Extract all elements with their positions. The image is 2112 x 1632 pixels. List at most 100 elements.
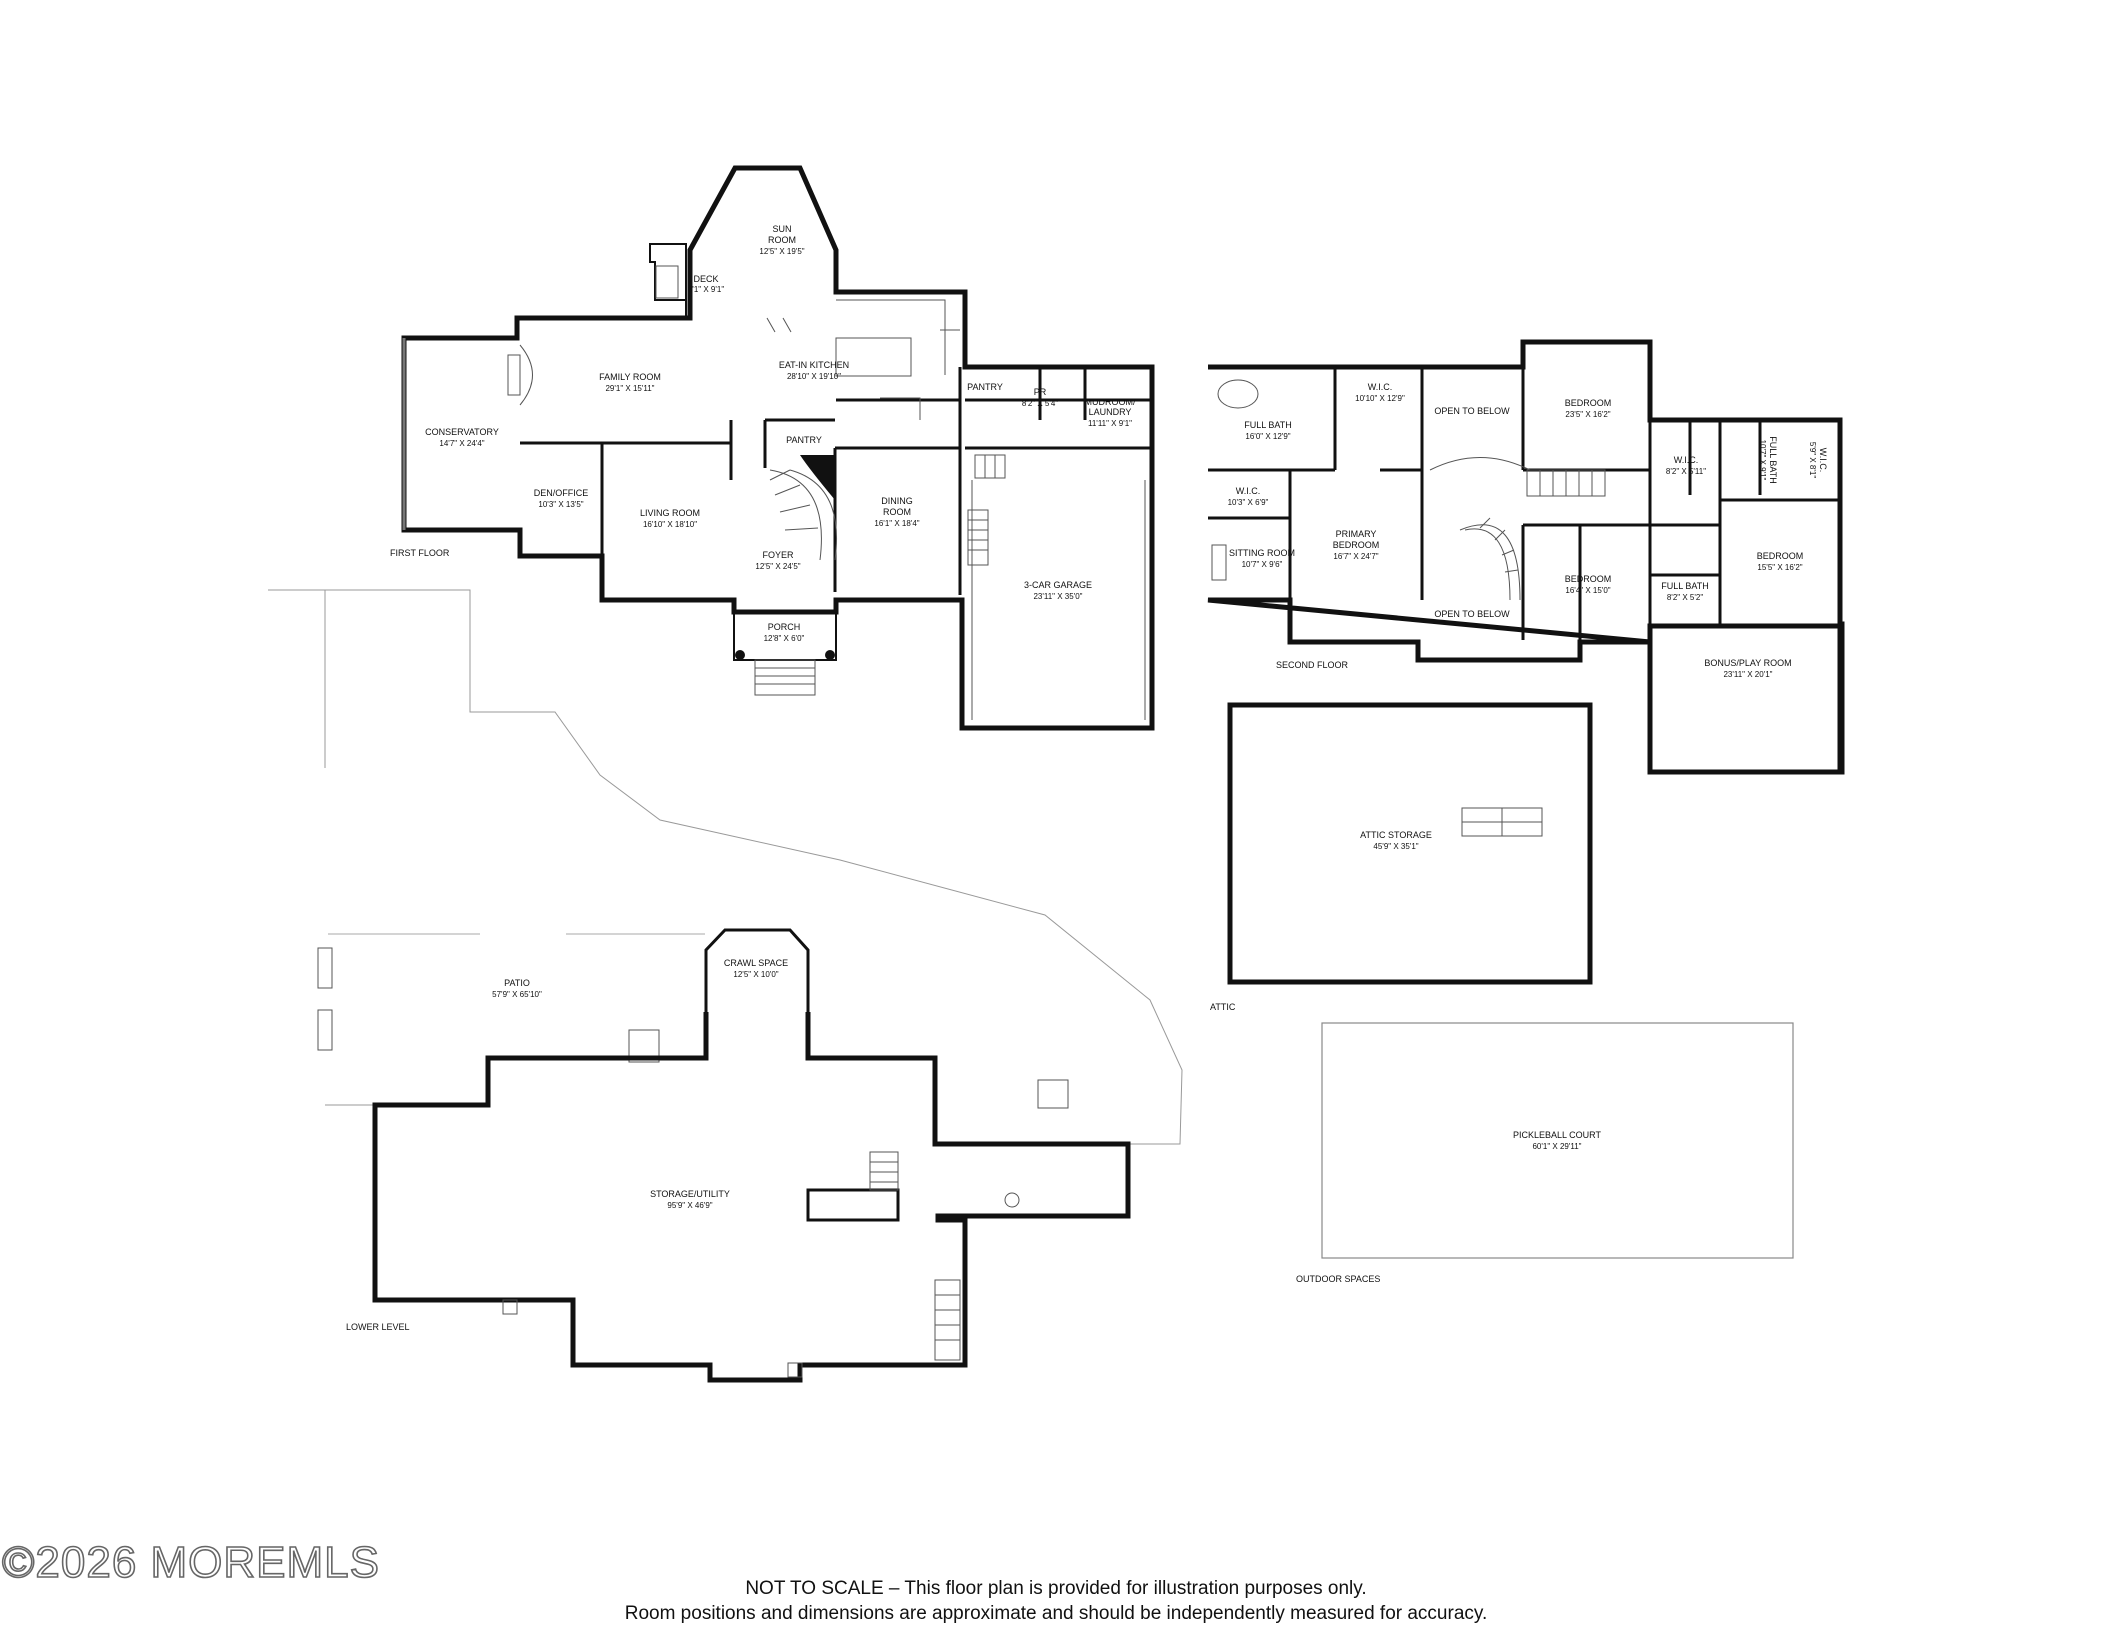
second-floor-staircase — [1464, 517, 1519, 601]
first-floor-plan: SUN ROOM 12'5" X 19'5" DECK 6'1" X 9'1" … — [390, 165, 1155, 731]
eat-in-kitchen-dimensions: 28'10" X 19'10" — [787, 372, 841, 381]
deck-label: DECK — [693, 274, 718, 284]
dining-room-label-2: ROOM — [883, 507, 911, 517]
foyer-dimensions: 12'5" X 24'5" — [755, 562, 800, 571]
attic-plan: ATTIC STORAGE 45'9" X 35'1" ATTIC — [1210, 702, 1593, 1012]
full-bath-mid-label: FULL BATH — [1661, 581, 1709, 591]
sun-room-label: SUN — [772, 224, 791, 234]
porch-label: PORCH — [768, 622, 801, 632]
lower-level-plan: PATIO 57'9" X 65'10" CRAWL SPACE 12'5" X… — [268, 589, 1183, 1383]
garage-stairs — [967, 509, 989, 566]
full-bath-ne-dimensions: 10'7" X 9'1" — [1758, 440, 1767, 481]
utility-pump-left — [502, 1299, 518, 1315]
patio-dimensions: 57'9" X 65'10" — [492, 990, 542, 999]
porch-dimensions: 12'8" X 6'0" — [764, 634, 805, 643]
disclaimer-line-1: NOT TO SCALE – This floor plan is provid… — [745, 1578, 1367, 1599]
porch-column-left — [735, 650, 745, 660]
dining-room-dimensions: 16'1" X 18'4" — [874, 519, 919, 528]
second-floor-interior-walls — [1208, 367, 1840, 660]
primary-bath-tub — [1217, 379, 1259, 409]
mudroom-dimensions: 11'11" X 9'1" — [1088, 419, 1132, 428]
patio-grate — [628, 1029, 660, 1063]
attic-floor-label: ATTIC — [1210, 1002, 1236, 1012]
wic-mid-label: W.I.C. — [1674, 455, 1699, 465]
pantry-lower-label: PANTRY — [786, 435, 822, 445]
crawl-space-dimensions: 12'5" X 10'0" — [733, 970, 778, 979]
primary-bedroom-label: PRIMARY — [1336, 529, 1377, 539]
bonus-room-dimensions: 23'11" X 20'1" — [1723, 670, 1772, 679]
attic-storage-label: ATTIC STORAGE — [1360, 830, 1432, 840]
utility-pump-right — [787, 1362, 803, 1378]
deck-outline — [649, 243, 687, 318]
exit-stairs — [934, 1279, 961, 1361]
crawl-space-label: CRAWL SPACE — [724, 958, 788, 968]
wic-small-dimensions: 10'3" X 6'9" — [1228, 498, 1269, 507]
bedroom-east-label: BEDROOM — [1757, 551, 1804, 561]
kitchen-counters — [836, 299, 960, 420]
outdoor-spaces-label: OUTDOOR SPACES — [1296, 1274, 1380, 1284]
watermark: ©2026 MOREMLS — [1, 1537, 380, 1588]
conservatory-dimensions: 14'7" X 24'4" — [439, 439, 484, 448]
pickleball-court-outline — [1321, 1022, 1794, 1259]
pickleball-court-label: PICKLEBALL COURT — [1513, 1130, 1602, 1140]
wic-small-label: W.I.C. — [1236, 486, 1261, 496]
wic-east-label: W.I.C. — [1818, 448, 1828, 473]
bedroom-east-dimensions: 15'5" X 16'2" — [1757, 563, 1802, 572]
mudroom-label: MUDROOM/ — [1085, 397, 1136, 407]
powder-room-dimensions: 8'2" X 5'4" — [1022, 399, 1058, 408]
bedroom-mid-label: BEDROOM — [1565, 574, 1612, 584]
sitting-room-dimensions: 10'7" X 9'6" — [1242, 560, 1283, 569]
open-to-below-rail — [1429, 457, 1531, 601]
wic-primary-dimensions: 10'10" X 12'9" — [1355, 394, 1405, 403]
lower-grate — [1037, 1079, 1069, 1109]
bedroom-ne-dimensions: 23'5" X 16'2" — [1565, 410, 1610, 419]
wic-primary-label: W.I.C. — [1368, 382, 1393, 392]
den-office-dimensions: 10'3" X 13'5" — [538, 500, 583, 509]
deck-dimensions: 6'1" X 9'1" — [688, 285, 724, 294]
second-floor-stairs-straight — [1526, 469, 1606, 497]
porch-steps — [754, 659, 816, 696]
porch-step-lines — [755, 667, 815, 685]
attic-outline — [1227, 702, 1593, 985]
open-to-below-2-label: OPEN TO BELOW — [1434, 609, 1510, 619]
sun-room-label-2: ROOM — [768, 235, 796, 245]
storage-utility-outline — [372, 1012, 1131, 1383]
patio-label: PATIO — [504, 978, 530, 988]
garage-door-tracks — [971, 480, 1146, 720]
full-bath-primary-label: FULL BATH — [1244, 420, 1292, 430]
sitting-room-label: SITTING ROOM — [1229, 548, 1295, 558]
patio-fireplace — [317, 947, 333, 1051]
family-room-label: FAMILY ROOM — [599, 372, 661, 382]
first-floor-outline — [401, 165, 1155, 731]
conservatory-fireplace — [507, 344, 533, 406]
crawl-space-outline — [704, 928, 810, 1012]
pickleball-court-dimensions: 60'1" X 29'11" — [1532, 1142, 1581, 1151]
mudroom-stairs — [974, 454, 1006, 479]
bonus-room-label: BONUS/PLAY ROOM — [1704, 658, 1791, 668]
disclaimer: NOT TO SCALE – This floor plan is provid… — [0, 1576, 2112, 1626]
mudroom-label-2: LAUNDRY — [1089, 407, 1132, 417]
kitchen-island — [835, 337, 912, 377]
sun-room-doors — [766, 317, 792, 333]
primary-bedroom-dimensions: 16'7" X 24'7" — [1333, 552, 1378, 561]
patio-outline — [268, 589, 1183, 1145]
disclaimer-line-2: Room positions and dimensions are approx… — [624, 1603, 1488, 1624]
foyer-label: FOYER — [762, 550, 794, 560]
storage-interior-walls — [806, 1188, 900, 1222]
pantry-upper-label: PANTRY — [967, 382, 1003, 392]
den-office-label: DEN/OFFICE — [534, 488, 589, 498]
outdoor-plan: PICKLEBALL COURT 60'1" X 29'11" OUTDOOR … — [1296, 1022, 1794, 1284]
bedroom-ne-label: BEDROOM — [1565, 398, 1612, 408]
sun-room-dimensions: 12'5" X 19'5" — [759, 247, 804, 256]
storage-utility-dimensions: 95'9" X 46'9" — [667, 1201, 712, 1210]
powder-room-label: PR — [1034, 387, 1047, 397]
storage-stairs — [869, 1151, 899, 1191]
eat-in-kitchen-label: EAT-IN KITCHEN — [779, 360, 849, 370]
primary-bedroom-label-2: BEDROOM — [1333, 540, 1380, 550]
foyer-staircase — [769, 469, 838, 561]
garage-label: 3-CAR GARAGE — [1024, 580, 1092, 590]
bonus-room-outline — [1647, 623, 1843, 775]
storage-utility-label: STORAGE/UTILITY — [650, 1189, 730, 1199]
